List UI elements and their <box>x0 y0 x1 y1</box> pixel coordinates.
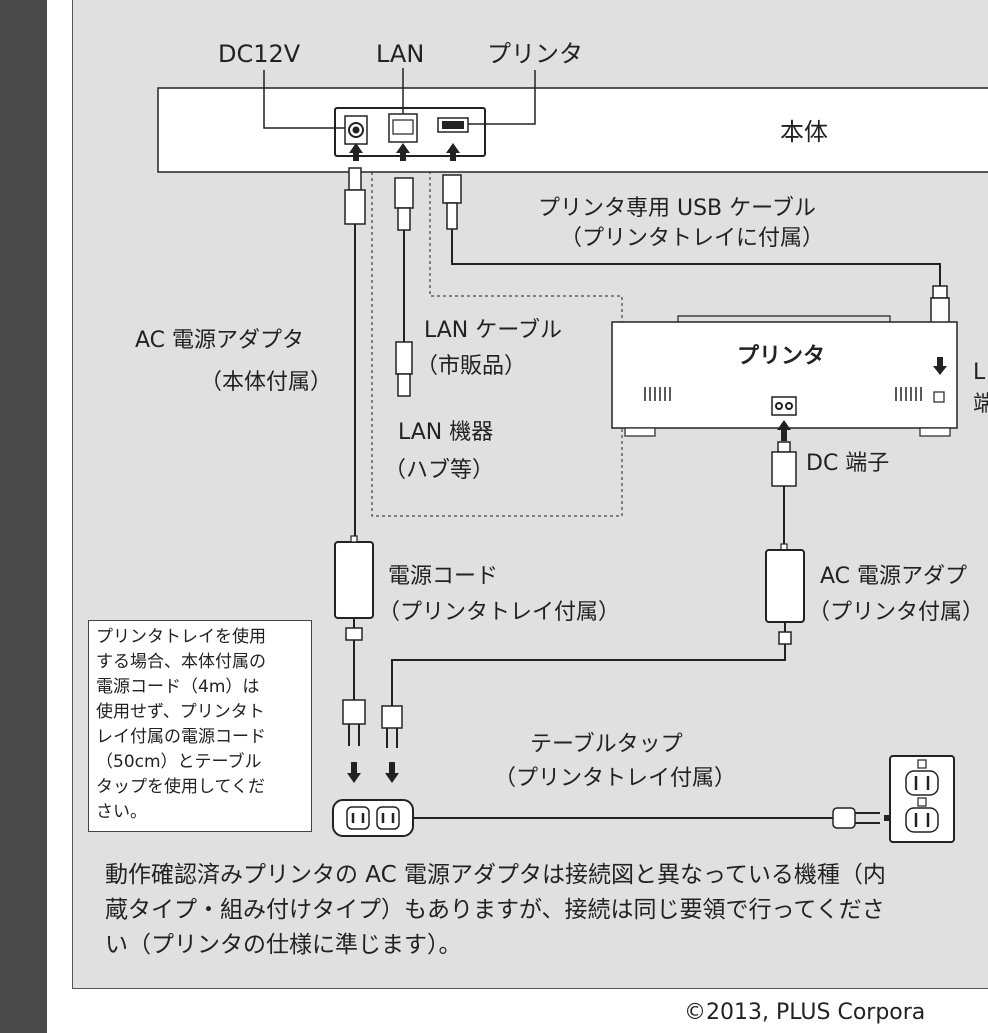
usb-plug <box>442 174 462 204</box>
note-line: （50cm）とテーブル <box>96 752 262 772</box>
label-ac-adapter-main-sub: （本体付属） <box>200 370 333 395</box>
ac-plug-left <box>342 699 366 725</box>
usb-cable <box>451 229 941 286</box>
label-lan-cable: LAN ケーブル <box>424 318 562 343</box>
label-lan: LAN <box>376 40 425 68</box>
label-dc-terminal: DC 端子 <box>806 451 890 476</box>
label-ac-adapter-main: AC 電源アダプタ <box>135 328 305 353</box>
note-line: 電源コード（4m）は <box>96 677 260 697</box>
arrow-down-icons <box>347 762 399 783</box>
bottom-note-line: い（プリンタの仕様に準じます）。 <box>105 932 462 958</box>
bottom-note: 動作確認済みプリンタの AC 電源アダプタは接続図と異なっている機種（内 蔵タイ… <box>105 858 985 963</box>
bottom-note-line: 動作確認済みプリンタの AC 電源アダプタは接続図と異なっている機種（内 <box>105 862 886 888</box>
label-lan-device-sub: （ハブ等） <box>384 458 495 483</box>
label-lan-device: LAN 機器 <box>398 420 494 445</box>
lan-plug-bottom <box>395 341 413 375</box>
bottom-note-line: 蔵タイプ・組み付けタイプ）もありますが、接続は同じ要領で行ってくださ <box>105 897 885 923</box>
note-box: プリンタトレイを使用 する場合、本体付属の 電源コード（4m）は 使用せず、プリ… <box>88 620 312 832</box>
ac-adapter-printer <box>765 549 805 623</box>
table-tap <box>332 799 414 837</box>
dc-plug <box>348 167 362 191</box>
note-line: タップを使用してくだ <box>96 777 265 797</box>
printer-usb-port <box>933 391 945 403</box>
note-line: プリンタトレイを使用 <box>96 627 266 647</box>
label-power-cord: 電源コード <box>388 564 499 589</box>
label-printer-usb-port-cut: L <box>973 360 986 385</box>
label-main-unit: 本体 <box>780 118 828 146</box>
printer-leader-line <box>468 70 536 125</box>
label-dc12v: DC12V <box>218 40 301 68</box>
label-usb-cable-sub: （プリンタトレイに付属） <box>560 226 825 251</box>
label-printer-port: プリンタ <box>487 40 583 68</box>
arrow-up-icons <box>349 143 460 161</box>
label-table-tap: テーブルタップ <box>530 732 683 757</box>
copyright-text: ©2013, PLUS Corpora <box>684 1000 926 1025</box>
label-printer-usb-port-cut2: 端 <box>973 392 988 417</box>
label-power-cord-sub: （プリンタトレイ付属） <box>378 600 621 625</box>
label-lan-cable-sub: （市販品） <box>416 354 527 379</box>
note-line: 使用せず、プリンタト <box>96 702 265 722</box>
printer-dc-port <box>771 396 797 416</box>
label-ac-adapter-printer-sub: （プリンタ付属） <box>808 600 985 625</box>
note-line: レイ付属の電源コード <box>96 727 266 747</box>
main-unit-box <box>157 87 988 173</box>
wall-plug <box>832 807 856 829</box>
printer-vents <box>644 387 922 401</box>
label-table-tap-sub: （プリンタトレイ付属） <box>494 766 737 791</box>
note-line: する場合、本体付属の <box>96 652 266 672</box>
ac-adapter-main <box>334 541 374 619</box>
label-usb-cable: プリンタ専用 USB ケーブル <box>538 196 816 221</box>
lan-plug-top <box>394 177 414 209</box>
ac-plug-right <box>381 705 403 729</box>
label-printer: プリンタ <box>737 344 826 369</box>
label-ac-adapter-printer: AC 電源アダプ <box>820 564 968 589</box>
left-sidebar-bar <box>0 0 47 1033</box>
dc12v-leader-line <box>263 70 345 129</box>
note-line: さい。 <box>96 802 147 822</box>
